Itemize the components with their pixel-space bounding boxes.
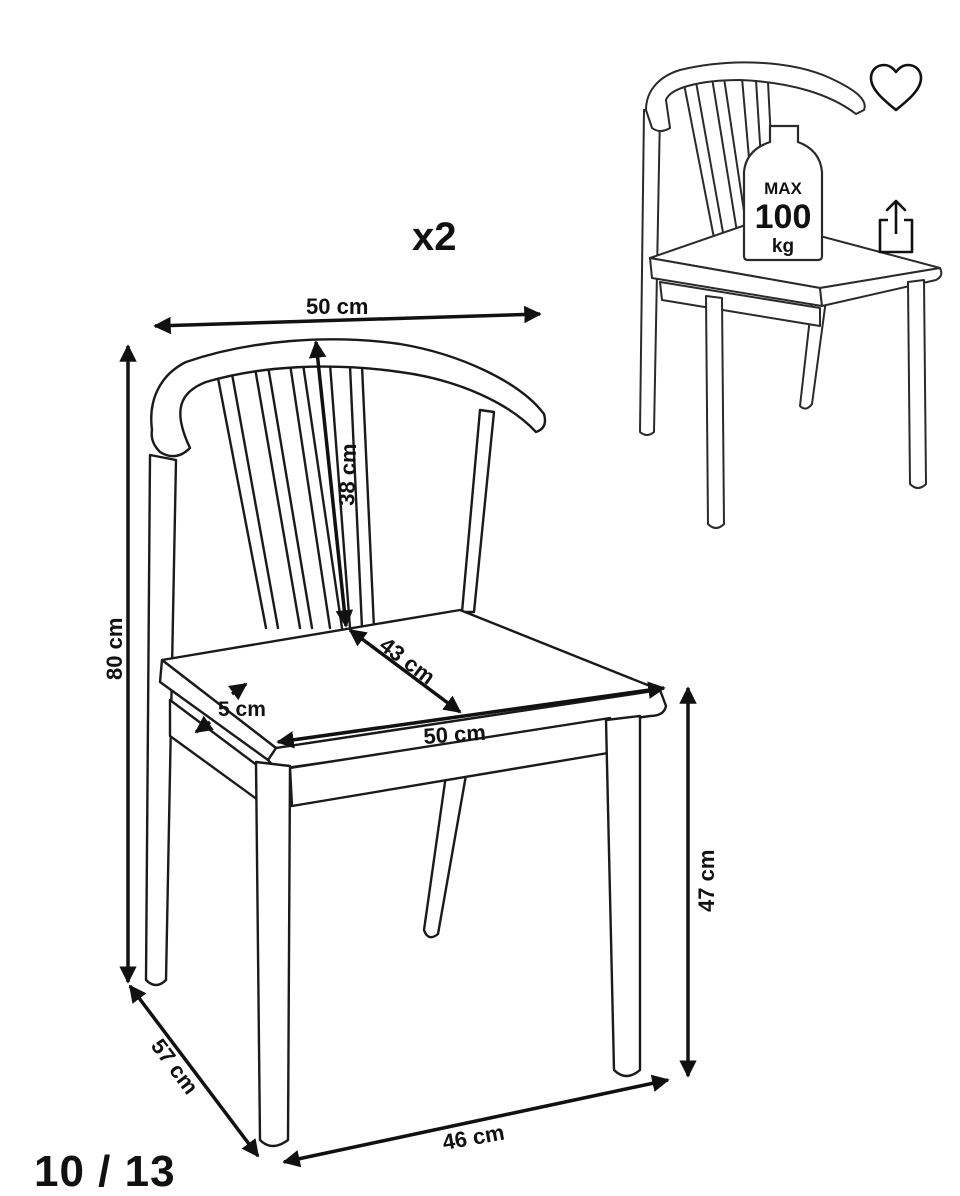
- dimension-arrows: [119, 305, 697, 1168]
- share-button[interactable]: [864, 194, 928, 258]
- product-image: x2 50 cm 38 cm 80 cm 43 cm 5 cm 50 cm 47…: [102, 61, 943, 1168]
- dim-backrest-height: 38 cm: [334, 443, 361, 506]
- quantity-label: x2: [412, 215, 457, 259]
- dim-top-width: 50 cm: [306, 294, 368, 319]
- dim-seat-thickness: 5 cm: [218, 698, 266, 721]
- dim-total-height: 80 cm: [102, 618, 127, 680]
- weight-max-label: MAX: [764, 179, 802, 198]
- weight-icon: [742, 124, 824, 262]
- share-icon: [878, 199, 914, 254]
- weight-unit: kg: [772, 236, 794, 257]
- main-chair-drawing: [144, 338, 668, 1148]
- favorite-button[interactable]: [864, 56, 928, 120]
- weight-badge: MAX 100 kg: [742, 124, 824, 262]
- small-chair-drawing: [639, 61, 943, 529]
- gallery-counter: 10 / 13: [34, 1147, 176, 1196]
- heart-icon: [869, 63, 923, 112]
- dim-seat-width: 50 cm: [423, 720, 487, 749]
- dim-seat-height: 47 cm: [694, 850, 719, 912]
- weight-value: 100: [755, 198, 812, 236]
